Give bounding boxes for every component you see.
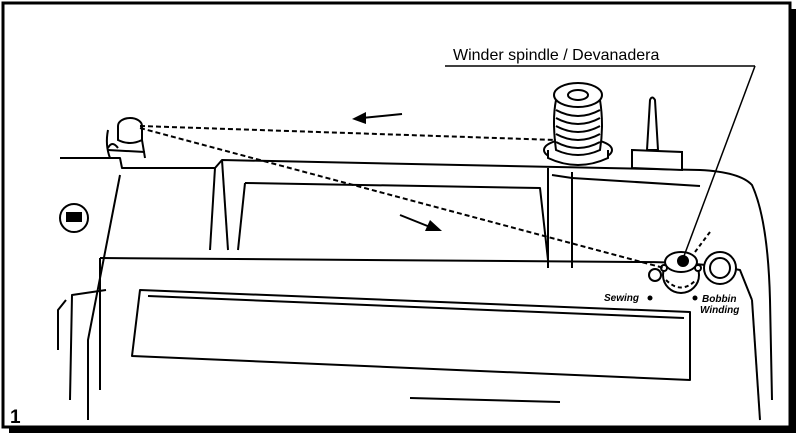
spool-pin — [631, 96, 683, 172]
thread-path — [139, 125, 665, 269]
sewing-label: Sewing — [604, 293, 639, 304]
bobbin-winder — [648, 231, 737, 294]
figure-number: 1 — [10, 407, 21, 428]
arrow-left-icon — [352, 112, 403, 124]
bobbin-label-line1: Bobbin — [702, 294, 736, 305]
bobbin-label-line2: Winding — [700, 305, 739, 316]
thread-spool — [543, 82, 613, 166]
thread-guide — [107, 117, 143, 149]
arrow-right-icon — [399, 214, 442, 231]
callout-label: Winder spindle / Devanadera — [453, 47, 659, 64]
sewing-dot — [647, 295, 653, 301]
callout-leader — [445, 65, 756, 257]
bobbin-dot — [692, 295, 698, 301]
tension-dial — [59, 203, 89, 233]
